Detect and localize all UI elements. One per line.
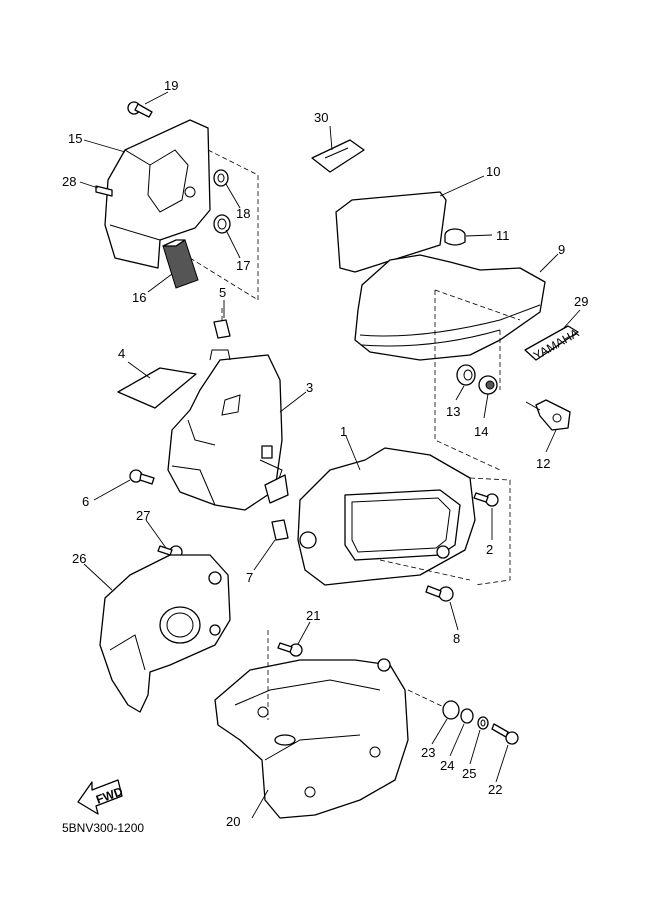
part-25-washer [477,716,489,730]
callout-13: 13 [446,404,460,419]
callout-15: 15 [68,131,82,146]
part-11-grommet [444,228,466,246]
callout-7: 7 [246,570,253,585]
callout-8: 8 [453,631,460,646]
callout-23: 23 [421,745,435,760]
callout-12: 12 [536,456,550,471]
callout-19: 19 [164,78,178,93]
part-22-bolt [491,723,519,745]
callouts: 19 15 28 18 17 16 5 4 3 6 7 27 26 21 20 … [62,78,588,829]
part-1-case [297,447,511,586]
part-18-grommet [213,169,229,187]
callout-26: 26 [72,551,86,566]
part-10-pad [335,191,447,273]
callout-3: 3 [306,380,313,395]
callout-10: 10 [486,164,500,179]
part-9-side-cover [354,254,546,471]
callout-14: 14 [474,424,488,439]
callout-4: 4 [118,346,125,361]
callout-16: 16 [132,290,146,305]
part-12-fastener [525,399,571,431]
callout-21: 21 [306,608,320,623]
part-21-bolt [277,642,303,657]
part-2-bolt [473,492,499,507]
part-8-bolt [425,585,454,602]
part-16-damper [162,239,199,289]
part-6-bolt [129,469,155,485]
callout-1: 1 [340,424,347,439]
part-23-collar [442,700,460,720]
callout-6: 6 [82,494,89,509]
callout-5: 5 [219,285,226,300]
callout-27: 27 [136,508,150,523]
callout-20: 20 [226,814,240,829]
part-7-clip [271,519,289,541]
part-5-clip [213,308,231,339]
part-13-grommet [456,364,476,386]
callout-18: 18 [236,206,250,221]
part-30-label-plate [311,139,365,173]
fwd-arrow-icon: FWD [77,779,125,815]
leader-lines [79,91,581,819]
part-26-cover [99,554,231,713]
callout-9: 9 [558,242,565,257]
part-15-side-cover [104,119,259,301]
callout-25: 25 [462,766,476,781]
callout-22: 22 [488,782,502,797]
callout-17: 17 [236,258,250,273]
callout-30: 30 [314,110,328,125]
part-24-collar [460,708,474,724]
callout-24: 24 [440,758,454,773]
callout-28: 28 [62,174,76,189]
part-20-cover [214,630,451,819]
diagram-code: 5BNV300-1200 [62,821,144,835]
part-29-emblem: YAMAHA [524,325,581,363]
part-17-grommet [213,214,231,234]
callout-2: 2 [486,542,493,557]
part-3-bracket [167,349,289,511]
part-28-pin [95,185,113,197]
part-19-screw [127,101,153,118]
callout-11: 11 [496,228,510,243]
part-4-plate [117,367,197,409]
part-14-collar [478,375,498,395]
callout-29: 29 [574,294,588,309]
